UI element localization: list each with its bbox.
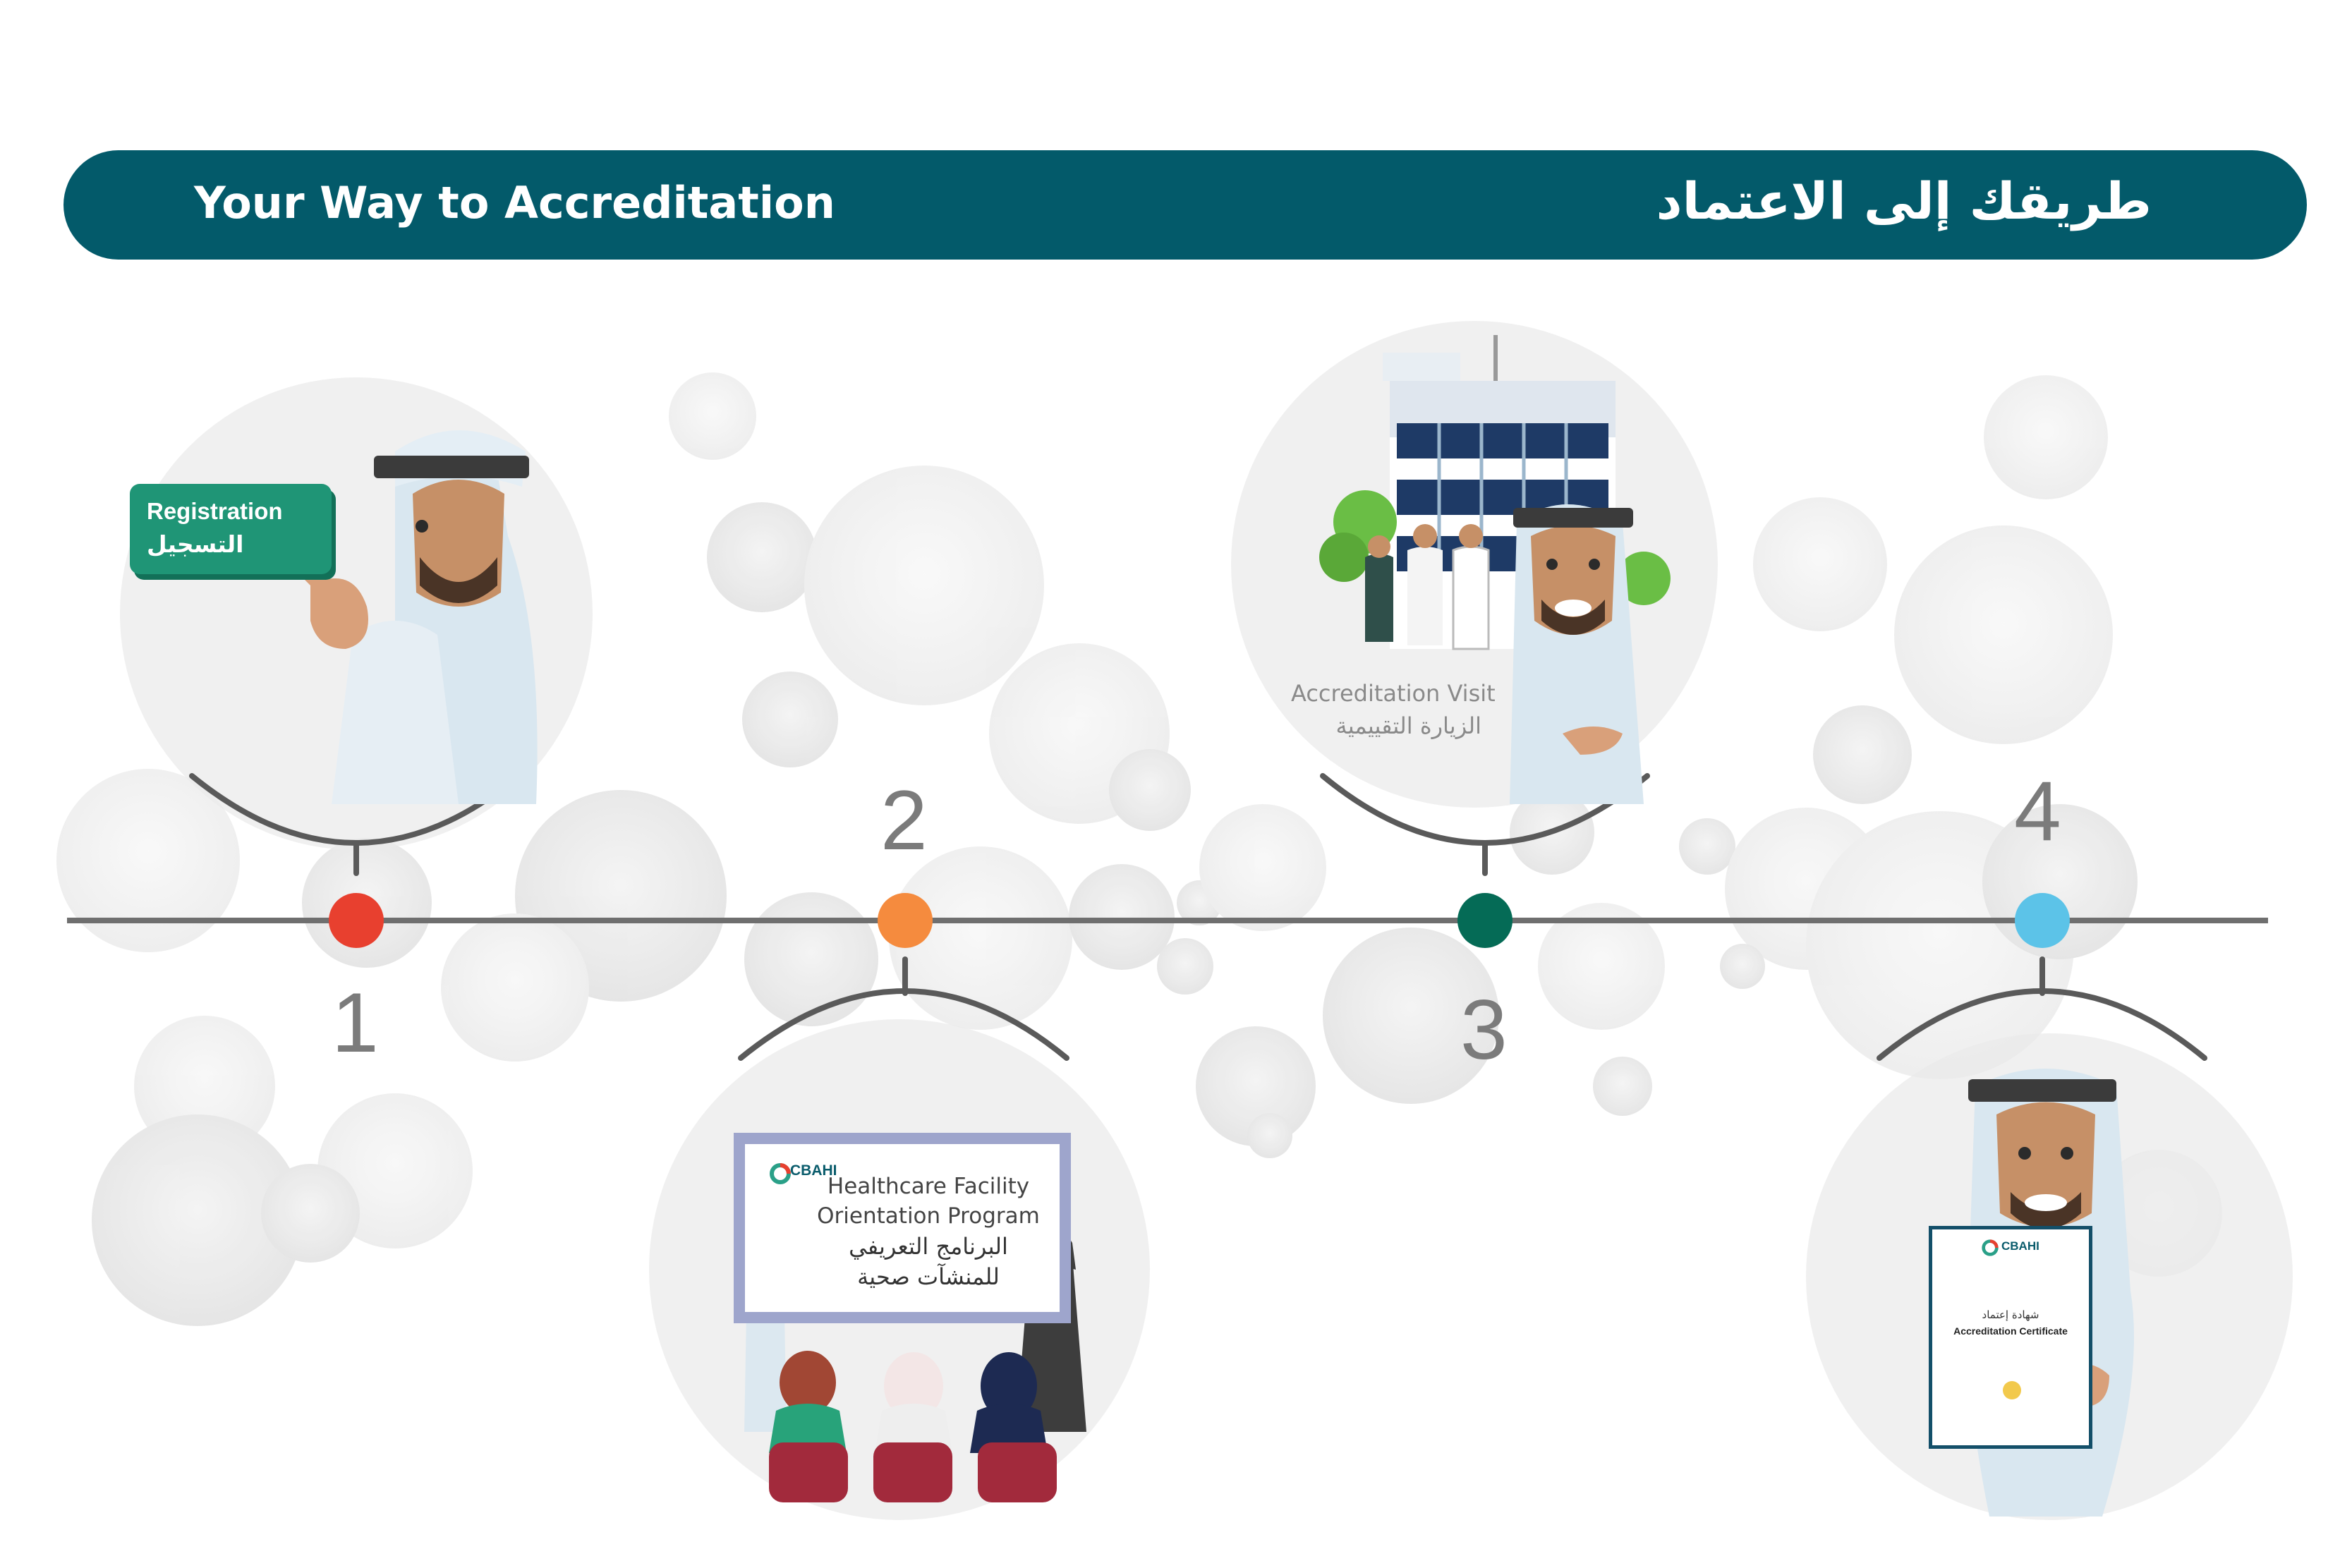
board-line-1: Healthcare Facility	[827, 1174, 1030, 1199]
cert-title-en: Accreditation Certificate	[1953, 1325, 2068, 1337]
board-ar-line-2: للمنشآت صحية	[857, 1263, 1000, 1290]
board-text: Healthcare Facility Orientation Program …	[808, 1172, 1048, 1292]
step-number-2: 2	[880, 773, 928, 868]
cbahi-logo-icon	[1982, 1239, 1999, 1256]
header-banner: Your Way to Accreditation طريقك إلى الاع…	[63, 150, 2307, 260]
accreditation-visit-label: Accreditation Visit الزيارة التقييمية	[1291, 677, 1496, 743]
connector-arcs	[189, 773, 2207, 1061]
visit-label-ar: الزيارة التقييمية	[1335, 712, 1481, 740]
hospital-building-icon	[1319, 335, 1671, 804]
accreditation-certificate: CBAHI شهادة إعتماد Accreditation Certifi…	[1929, 1226, 2092, 1449]
background-bubbles	[56, 372, 2222, 1326]
orientation-board: CBAHI Healthcare Facility Orientation Pr…	[734, 1133, 1071, 1323]
cbahi-logo-icon	[770, 1163, 791, 1184]
board-ar-line-1: البرنامج التعريفي	[849, 1232, 1008, 1260]
cert-logo-text: CBAHI	[2001, 1239, 2039, 1253]
step-number-1: 1	[332, 976, 379, 1070]
timeline-dot-3	[1457, 893, 1513, 948]
banner-title-en: Your Way to Accreditation	[194, 177, 835, 229]
registration-label-ar: التسجيل	[147, 530, 244, 558]
registration-sign: Registration التسجيل	[130, 484, 332, 574]
cert-title-ar: شهادة إعتماد	[1982, 1308, 2039, 1321]
visit-label-en: Accreditation Visit	[1291, 680, 1496, 707]
cert-seal-icon	[2003, 1381, 2021, 1399]
timeline-dot-2	[878, 893, 933, 948]
board-line-2: Orientation Program	[817, 1203, 1040, 1229]
step-number-4: 4	[2014, 764, 2061, 858]
registration-label-en: Registration	[147, 498, 283, 524]
timeline-dot-1	[329, 893, 384, 948]
board-logo-text: CBAHI	[790, 1162, 837, 1179]
timeline-dot-4	[2015, 893, 2070, 948]
step-number-3: 3	[1460, 983, 1508, 1077]
banner-title-ar: طريقك إلى الاعتماد	[1656, 171, 2152, 231]
